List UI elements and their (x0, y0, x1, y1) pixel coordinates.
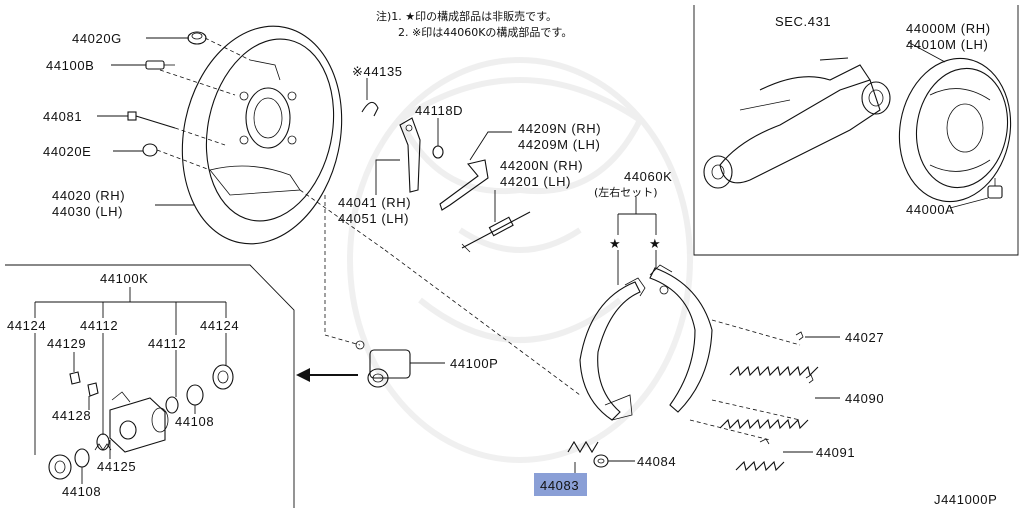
label-44108-left[interactable]: 44108 (62, 484, 101, 499)
pin-44081 (127, 111, 176, 129)
dashed-guide-lines (156, 37, 801, 441)
label-44081[interactable]: 44081 (43, 109, 82, 124)
bleeder-44128 (87, 382, 99, 397)
label-44201[interactable]: 44201 (LH) (500, 174, 571, 189)
label-44112-left[interactable]: 44112 (80, 318, 118, 333)
label-44000M[interactable]: 44000M (RH) (906, 21, 991, 36)
arrow-left-icon (296, 368, 358, 382)
bolt-44000A (987, 178, 1003, 199)
label-44060K[interactable]: 44060K (624, 169, 672, 184)
spring-44091 (735, 438, 785, 472)
label-44209N[interactable]: 44209N (RH) (518, 121, 601, 136)
label-44125[interactable]: 44125 (97, 459, 136, 474)
label-sec431[interactable]: SEC.431 (775, 14, 831, 29)
label-44124-right[interactable]: 44124 (200, 318, 239, 333)
diagram-id: J441000P (934, 492, 997, 507)
washer-44118D (432, 145, 444, 159)
brake-drum-assembly (898, 57, 1012, 203)
label-44051[interactable]: 44051 (LH) (338, 211, 409, 226)
label-44000A[interactable]: 44000A (906, 202, 954, 217)
clip-44135 (361, 101, 379, 117)
star-marker-right: ★ (649, 236, 661, 251)
label-44020G[interactable]: 44020G (72, 31, 122, 46)
cap-44129 (69, 371, 81, 385)
label-44100K[interactable]: 44100K (100, 271, 148, 286)
label-44200N[interactable]: 44200N (RH) (500, 158, 583, 173)
note-line-2: 2. ※印は44060Kの構成部品です。 (398, 25, 572, 39)
label-44112-right[interactable]: 44112 (148, 336, 186, 351)
label-44084[interactable]: 44084 (637, 454, 676, 469)
cup-44112-right (165, 396, 179, 414)
rear-axle-illustration (703, 64, 891, 189)
piston-44108-left (74, 448, 90, 468)
boot-44124-left (48, 454, 72, 480)
label-44060K-sub: (左右セット) (594, 185, 658, 199)
lever-44041 (399, 117, 421, 193)
leader-lines (34, 37, 989, 484)
watermark-emblem (347, 57, 693, 463)
label-44100B[interactable]: 44100B (46, 58, 94, 73)
inset-box-wheel-cylinder (5, 264, 295, 508)
backing-plate (181, 25, 343, 245)
retainer-44084 (593, 454, 609, 468)
label-44010M[interactable]: 44010M (LH) (906, 37, 988, 52)
label-44020E[interactable]: 44020E (43, 144, 91, 159)
label-44100P[interactable]: 44100P (450, 356, 498, 371)
label-44041[interactable]: 44041 (RH) (338, 195, 411, 210)
inset-box-axle (693, 5, 1019, 256)
set-bracket-44060K (617, 197, 657, 285)
label-44124-left[interactable]: 44124 (7, 318, 46, 333)
highlight-box (534, 473, 587, 496)
label-44129[interactable]: 44129 (47, 336, 86, 351)
label-44091[interactable]: 44091 (816, 445, 855, 460)
label-44135[interactable]: ※44135 (352, 64, 403, 79)
spring-44083 (567, 440, 599, 454)
brake-shoe-left (579, 277, 646, 421)
label-44118D[interactable]: 44118D (415, 103, 463, 118)
label-44020[interactable]: 44020 (RH) (52, 188, 125, 203)
lever-44209N (439, 159, 489, 211)
plug-44020E (142, 143, 158, 157)
bolt-44100B (145, 60, 175, 70)
label-44108-right[interactable]: 44108 (175, 414, 214, 429)
label-44083[interactable]: 44083 (540, 478, 579, 493)
wheel-cylinder-44100P (355, 340, 411, 388)
boot-44124-right (212, 364, 234, 390)
wheel-cylinder-exploded (109, 391, 169, 453)
label-44030[interactable]: 44030 (LH) (52, 204, 123, 219)
spring-44090 (719, 374, 814, 430)
cup-44112-left (96, 433, 110, 451)
spring-44125 (94, 443, 112, 451)
note-line-1: 注)1. ★印の構成部品は非販売です。 (376, 9, 557, 23)
spring-44027 (729, 331, 819, 377)
label-44128[interactable]: 44128 (52, 408, 91, 423)
piston-44108-right (186, 384, 204, 406)
label-44209M[interactable]: 44209M (LH) (518, 137, 600, 152)
adjuster-44200N (461, 211, 531, 253)
brake-shoe-right (649, 264, 713, 413)
grommet-44020G (187, 31, 207, 45)
star-marker-left: ★ (609, 236, 621, 251)
label-44027[interactable]: 44027 (845, 330, 884, 345)
label-44090[interactable]: 44090 (845, 391, 884, 406)
